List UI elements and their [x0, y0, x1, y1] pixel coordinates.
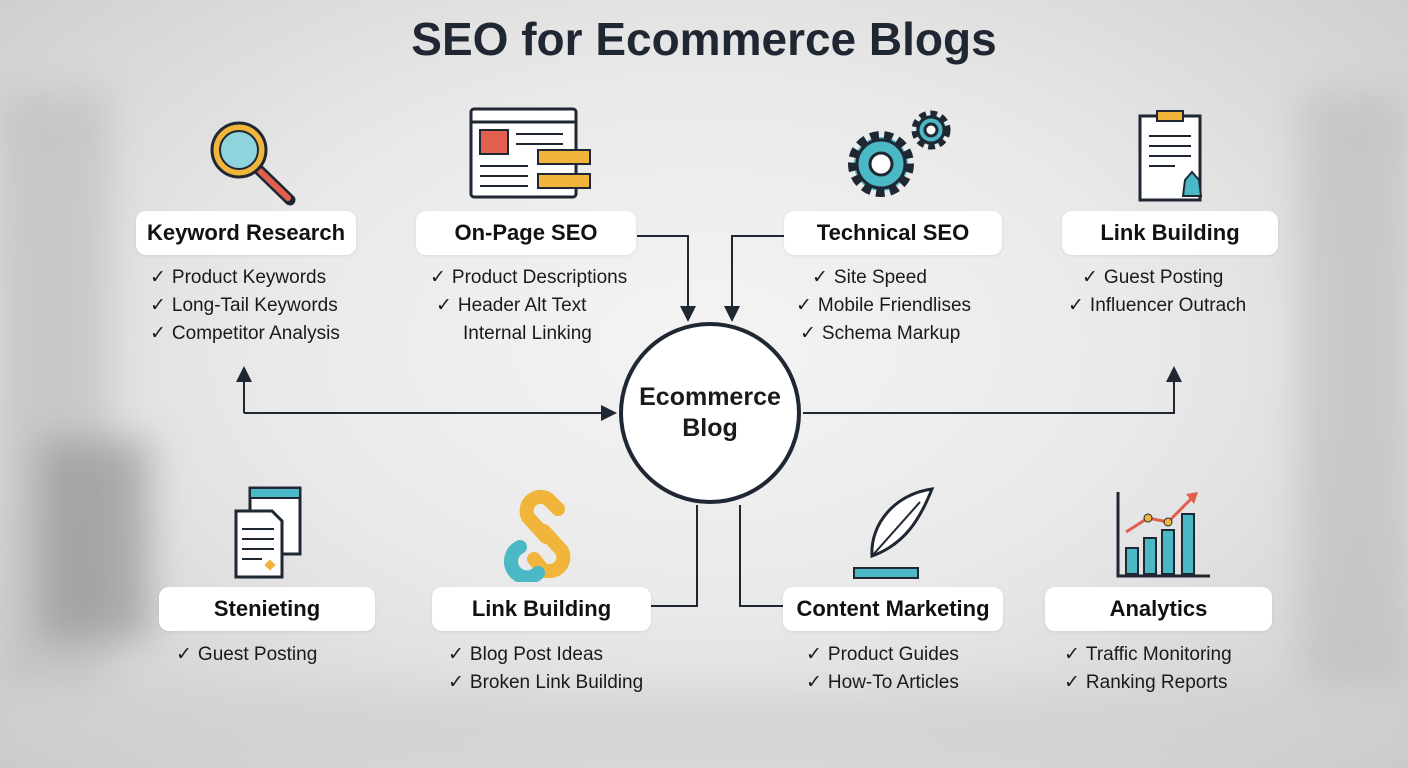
- on-page-seo-list: ✓Product Descriptions ✓Header Alt Text I…: [420, 264, 660, 348]
- card-link-building-top[interactable]: Link Building: [1062, 211, 1278, 255]
- card-stenieting[interactable]: Stenieting: [159, 587, 375, 631]
- list-item: ✓Ranking Reports: [1064, 672, 1228, 693]
- list-item: ✓Header Alt Text: [436, 295, 587, 316]
- page-title: SEO for Ecommerce Blogs: [411, 13, 997, 65]
- card-on-page-seo[interactable]: On-Page SEO: [416, 211, 636, 255]
- card-analytics[interactable]: Analytics: [1045, 587, 1272, 631]
- connector-linkbuilding-bottom: [651, 505, 698, 607]
- center-label-1: Ecommerce: [639, 383, 781, 411]
- analytics-list: ✓Traffic Monitoring ✓Ranking Reports: [1064, 641, 1274, 697]
- connector-technical: [724, 235, 785, 322]
- list-item: ✓Traffic Monitoring: [1064, 644, 1232, 665]
- quill-icon: [853, 487, 935, 579]
- list-item: ✓Product Guides: [806, 644, 959, 665]
- connector-right: [803, 366, 1182, 414]
- list-item: ✓Schema Markup: [800, 323, 961, 344]
- link-building-top-list: ✓Guest Posting ✓Influencer Outrach: [1068, 264, 1278, 320]
- list-item: ✓Influencer Outrach: [1068, 295, 1247, 316]
- stenieting-list: ✓Guest Posting: [176, 641, 376, 669]
- list-item: ✓Guest Posting: [1082, 267, 1224, 288]
- technical-seo-list: ✓Site Speed ✓Mobile Friendlises ✓Schema …: [796, 264, 996, 348]
- keyword-research-list: ✓Product Keywords ✓Long-Tail Keywords ✓C…: [136, 264, 356, 348]
- documents-icon: [234, 486, 302, 579]
- card-technical-seo[interactable]: Technical SEO: [784, 211, 1002, 255]
- card-keyword-research[interactable]: Keyword Research: [136, 211, 356, 255]
- clipboard-pen-icon: [1138, 110, 1203, 202]
- connector-onpage: [637, 235, 696, 322]
- list-item: ✓Blog Post Ideas: [448, 644, 604, 665]
- list-item: ✓Guest Posting: [176, 644, 318, 665]
- list-item: ✓Product Keywords: [150, 267, 327, 288]
- content-marketing-list: ✓Product Guides ✓How-To Articles: [806, 641, 1006, 697]
- gears-icon: [848, 110, 951, 197]
- bar-chart-icon: [1116, 492, 1210, 578]
- connector-content: [739, 505, 783, 607]
- list-item: ✓Competitor Analysis: [150, 323, 340, 344]
- link-building-bottom-list: ✓Blog Post Ideas ✓Broken Link Building: [448, 641, 668, 697]
- list-item: ✓Site Speed: [812, 267, 927, 288]
- card-link-building-bottom[interactable]: Link Building: [432, 587, 651, 631]
- center-label-2: Blog: [682, 414, 738, 442]
- chain-link-icon: [504, 489, 571, 582]
- list-item: ✓Product Descriptions: [430, 267, 628, 288]
- list-item: ✓Broken Link Building: [448, 672, 644, 693]
- list-item: ✓How-To Articles: [806, 672, 959, 693]
- list-item: Internal Linking: [463, 323, 592, 344]
- webpage-icon: [469, 107, 591, 199]
- card-content-marketing[interactable]: Content Marketing: [783, 587, 1003, 631]
- magnifier-icon: [210, 121, 296, 206]
- list-item: ✓Mobile Friendlises: [796, 295, 972, 316]
- list-item: ✓Long-Tail Keywords: [150, 295, 338, 316]
